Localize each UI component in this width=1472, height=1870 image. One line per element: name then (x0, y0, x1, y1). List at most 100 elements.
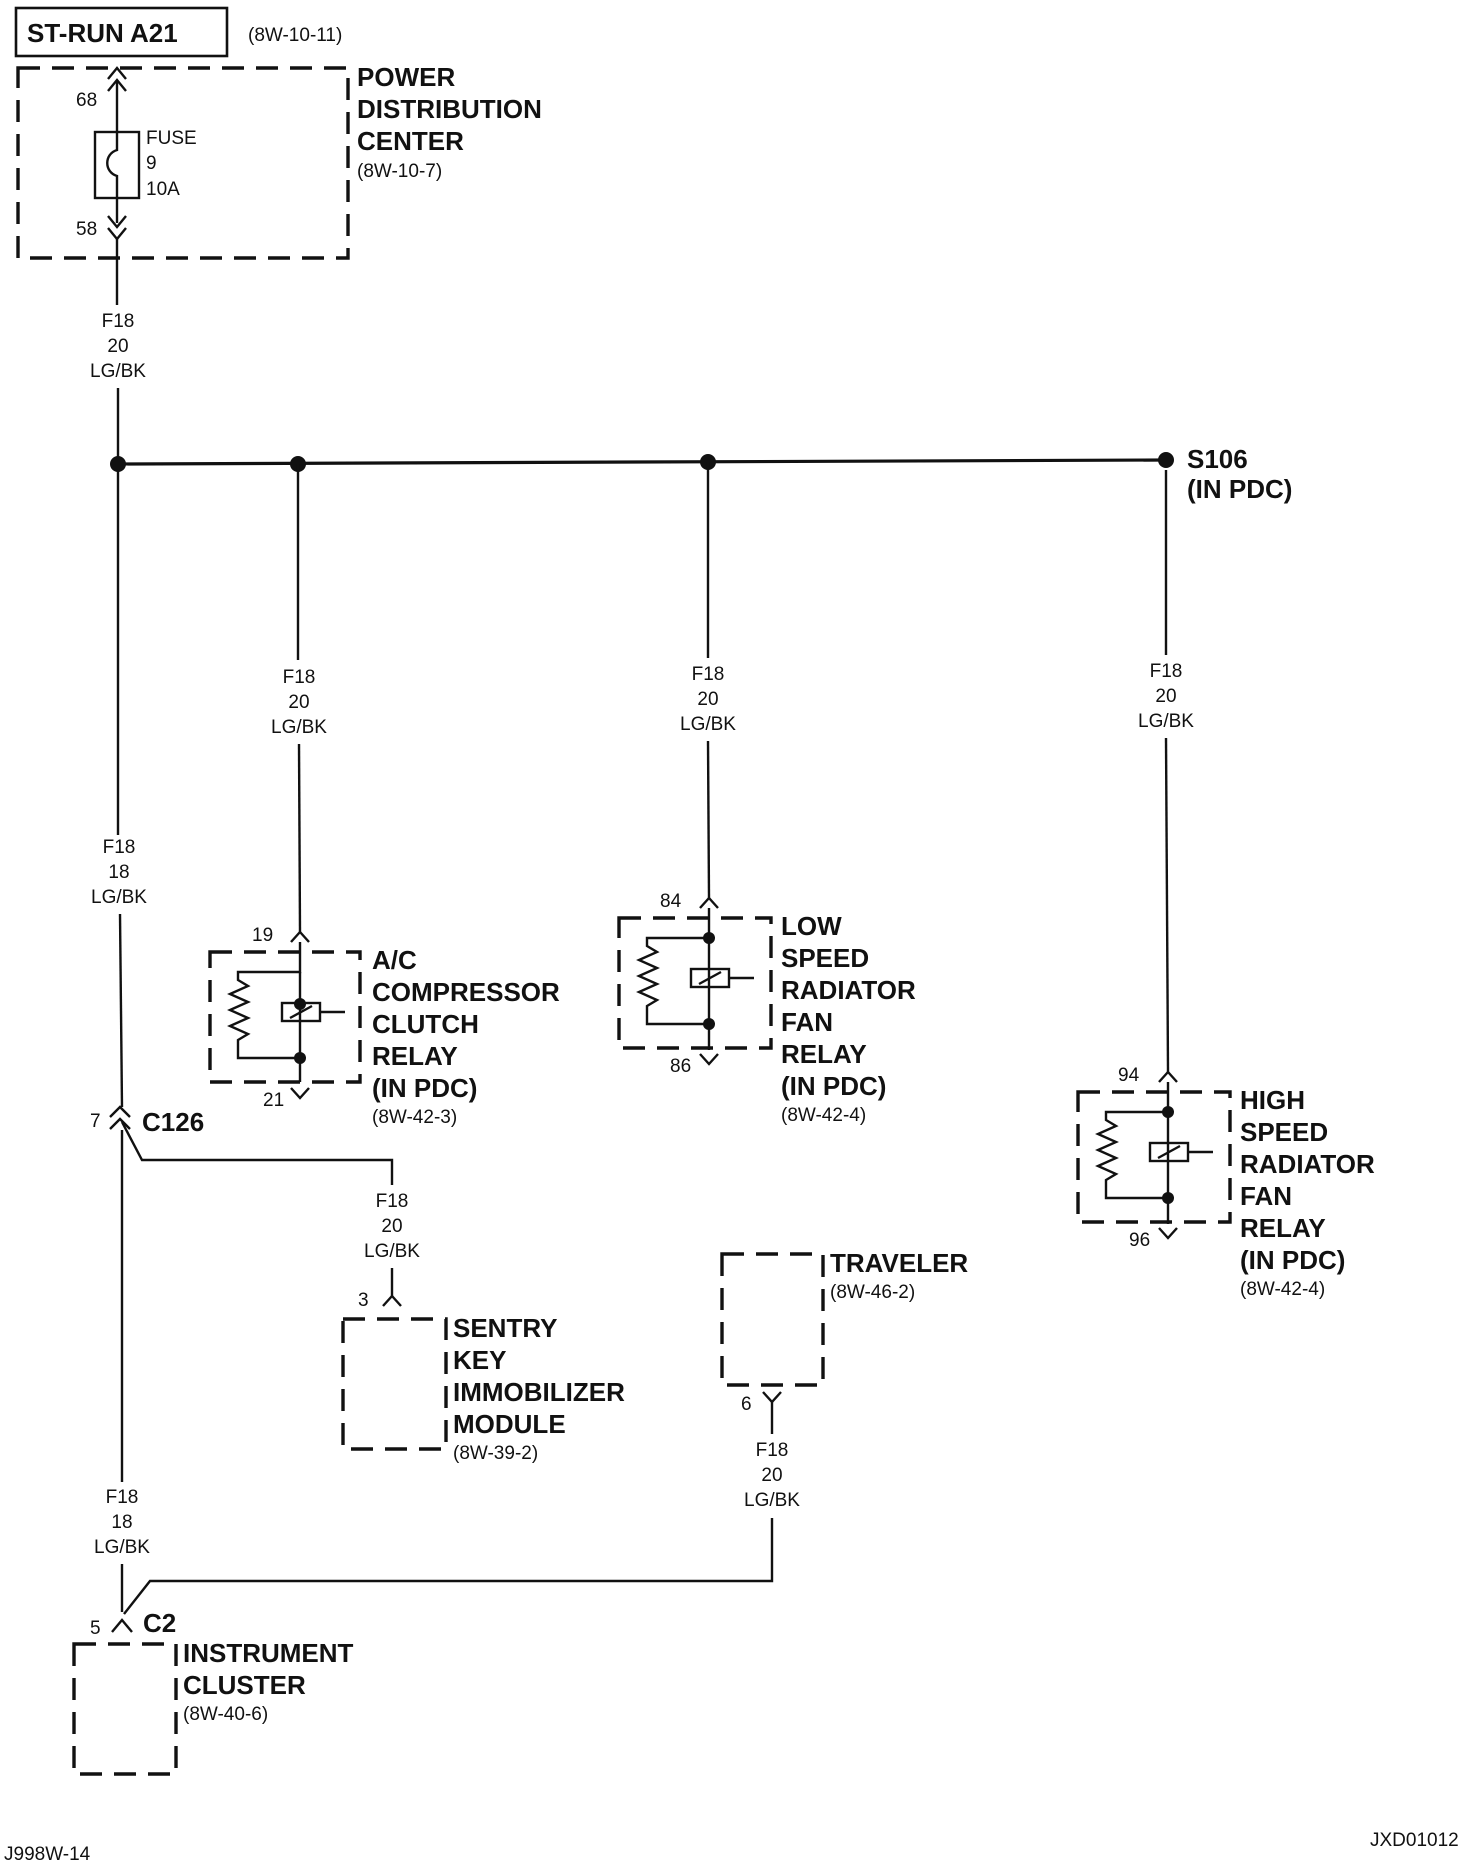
cluster-ref: (8W-40-6) (183, 1704, 268, 1725)
wire-skim-circuit: F18 (376, 1191, 409, 1212)
skim-branch-wire: F18 20 LG/BK (120, 1121, 420, 1296)
circuit-ref: (8W-10-11) (248, 25, 342, 46)
ac-relay-pin-21-arrow-icon (290, 1087, 310, 1100)
wire-main-low-circuit: F18 (106, 1487, 139, 1508)
traveler-module: TRAVELER (8W-46-2) 6 (720, 1248, 968, 1415)
ac-relay-title-3: CLUTCH (372, 1009, 479, 1039)
ac-relay-title-2: COMPRESSOR (372, 977, 560, 1007)
wire-ac-circuit: F18 (283, 667, 316, 688)
c126-pin: 7 (90, 1111, 101, 1132)
low-relay-title-4: FAN (781, 1007, 833, 1037)
bus-s106: S106 (IN PDC) (110, 444, 1292, 504)
traveler-outline (720, 1252, 825, 1387)
low-relay-pin-86-arrow-icon (699, 1053, 719, 1066)
connector-c126: 7 C126 (90, 1105, 204, 1137)
wire-main-low-color: LG/BK (94, 1537, 150, 1558)
wire-main-top-color: LG/BK (90, 361, 146, 382)
skim-pin: 3 (358, 1290, 369, 1311)
low-relay-title-1: LOW (781, 911, 842, 941)
wire-main-top-circuit: F18 (102, 311, 135, 332)
splice-dot-s106 (1158, 452, 1174, 468)
low-relay-outline (617, 916, 773, 1050)
high-relay-pin-96: 96 (1129, 1230, 1150, 1251)
bus-wire (117, 458, 1167, 466)
main-feed-wire: F18 20 LG/BK F18 18 LG/BK (90, 239, 147, 1108)
cluster-pin: 5 (90, 1618, 101, 1639)
pdc-outline (16, 66, 350, 260)
skim-title-4: MODULE (453, 1409, 566, 1439)
skim-pin-arrow-icon (382, 1294, 402, 1307)
high-relay-title-2: SPEED (1240, 1117, 1328, 1147)
wire-ac-color: LG/BK (271, 717, 327, 738)
fuse-label: FUSE (146, 128, 197, 149)
high-relay-title-1: HIGH (1240, 1085, 1305, 1115)
fuse-element-icon (106, 132, 119, 198)
low-branch-wire: F18 20 LG/BK (680, 462, 736, 899)
pdc-title-line-1: POWER (357, 62, 455, 92)
ac-relay-pin-19: 19 (252, 925, 273, 946)
traveler-title: TRAVELER (830, 1248, 968, 1278)
ac-relay-pin-21: 21 (263, 1090, 284, 1111)
wire-traveler-color: LG/BK (744, 1490, 800, 1511)
low-relay-title-3: RADIATOR (781, 975, 916, 1005)
cluster-title-1: INSTRUMENT (183, 1638, 354, 1668)
main-lower-wire: F18 18 LG/BK (94, 1130, 150, 1612)
high-relay-coil-icon (1095, 1082, 1170, 1224)
ac-relay-outline (208, 950, 362, 1084)
footer: J998W-14 JXD01012 (4, 1830, 1459, 1865)
wire-skim-gauge: 20 (381, 1216, 402, 1237)
wire-main-mid-circuit: F18 (103, 837, 136, 858)
high-relay-title-4: FAN (1240, 1181, 1292, 1211)
wire-traveler-gauge: 20 (761, 1465, 782, 1486)
pdc-pin-68: 68 (76, 90, 97, 111)
skim-title-3: IMMOBILIZER (453, 1377, 625, 1407)
ac-branch-wire: F18 20 LG/BK (271, 464, 327, 933)
low-relay-title-2: SPEED (781, 943, 869, 973)
pdc-title-line-2: DISTRIBUTION (357, 94, 542, 124)
high-relay-title-6: (IN PDC) (1240, 1245, 1345, 1275)
c126-name: C126 (142, 1107, 204, 1137)
high-relay-pin-96-arrow-icon (1158, 1227, 1178, 1240)
ac-relay-title-5: (IN PDC) (372, 1073, 477, 1103)
cluster-title-2: CLUSTER (183, 1670, 306, 1700)
low-relay-pin-86: 86 (670, 1056, 691, 1077)
wire-low-gauge: 20 (697, 689, 718, 710)
footer-right-code: JXD01012 (1370, 1830, 1459, 1851)
traveler-pin: 6 (741, 1394, 752, 1415)
splice-name: S106 (1187, 444, 1248, 474)
circuit-header: ST-RUN A21 (8W-10-11) (14, 6, 342, 58)
skim-title-2: KEY (453, 1345, 506, 1375)
ac-relay-title-4: RELAY (372, 1041, 458, 1071)
high-relay-title-3: RADIATOR (1240, 1149, 1375, 1179)
c126-arrow-icon (109, 1105, 131, 1130)
low-relay-pin-84: 84 (660, 891, 682, 912)
wire-low-color: LG/BK (680, 714, 736, 735)
sentry-key-immobilizer-module: 3 SENTRY KEY IMMOBILIZER MODULE (8W-39-2… (341, 1290, 625, 1464)
wire-main-top-gauge: 20 (107, 336, 128, 357)
ac-relay-coil-icon (227, 942, 302, 1082)
splice-dot-main (110, 456, 126, 472)
cluster-pin-arrow-icon (111, 1618, 133, 1633)
ac-relay-pin-19-arrow-icon (290, 930, 310, 943)
ac-relay-title-1: A/C (372, 945, 417, 975)
low-relay-coil-icon (636, 908, 711, 1050)
wire-high-gauge: 20 (1155, 686, 1176, 707)
skim-ref: (8W-39-2) (453, 1443, 538, 1464)
power-distribution-center: POWER DISTRIBUTION CENTER (8W-10-7) 68 F… (16, 62, 542, 260)
skim-title-1: SENTRY (453, 1313, 558, 1343)
ac-relay-ref: (8W-42-3) (372, 1107, 457, 1128)
pdc-pin-58: 58 (76, 219, 97, 240)
high-relay-title-5: RELAY (1240, 1213, 1326, 1243)
wire-high-color: LG/BK (1138, 711, 1194, 732)
wire-main-low-gauge: 18 (111, 1512, 132, 1533)
low-relay-pin-84-arrow-icon (699, 896, 719, 909)
high-speed-radiator-fan-relay: 94 96 HIGH SPEED RADIATOR FAN RELAY (IN … (1076, 1065, 1375, 1300)
low-speed-radiator-fan-relay: 84 86 LOW SPEED RADIATOR FAN RELAY (IN P… (617, 891, 916, 1126)
high-relay-ref: (8W-42-4) (1240, 1279, 1325, 1300)
cluster-connector: C2 (143, 1608, 176, 1638)
cluster-outline (72, 1642, 178, 1776)
skim-outline (341, 1317, 448, 1451)
ac-compressor-clutch-relay: 19 21 A/C COMPRESSOR CLUTCH RELAY (IN PD… (208, 925, 560, 1128)
circuit-box-label: ST-RUN A21 (27, 18, 178, 48)
